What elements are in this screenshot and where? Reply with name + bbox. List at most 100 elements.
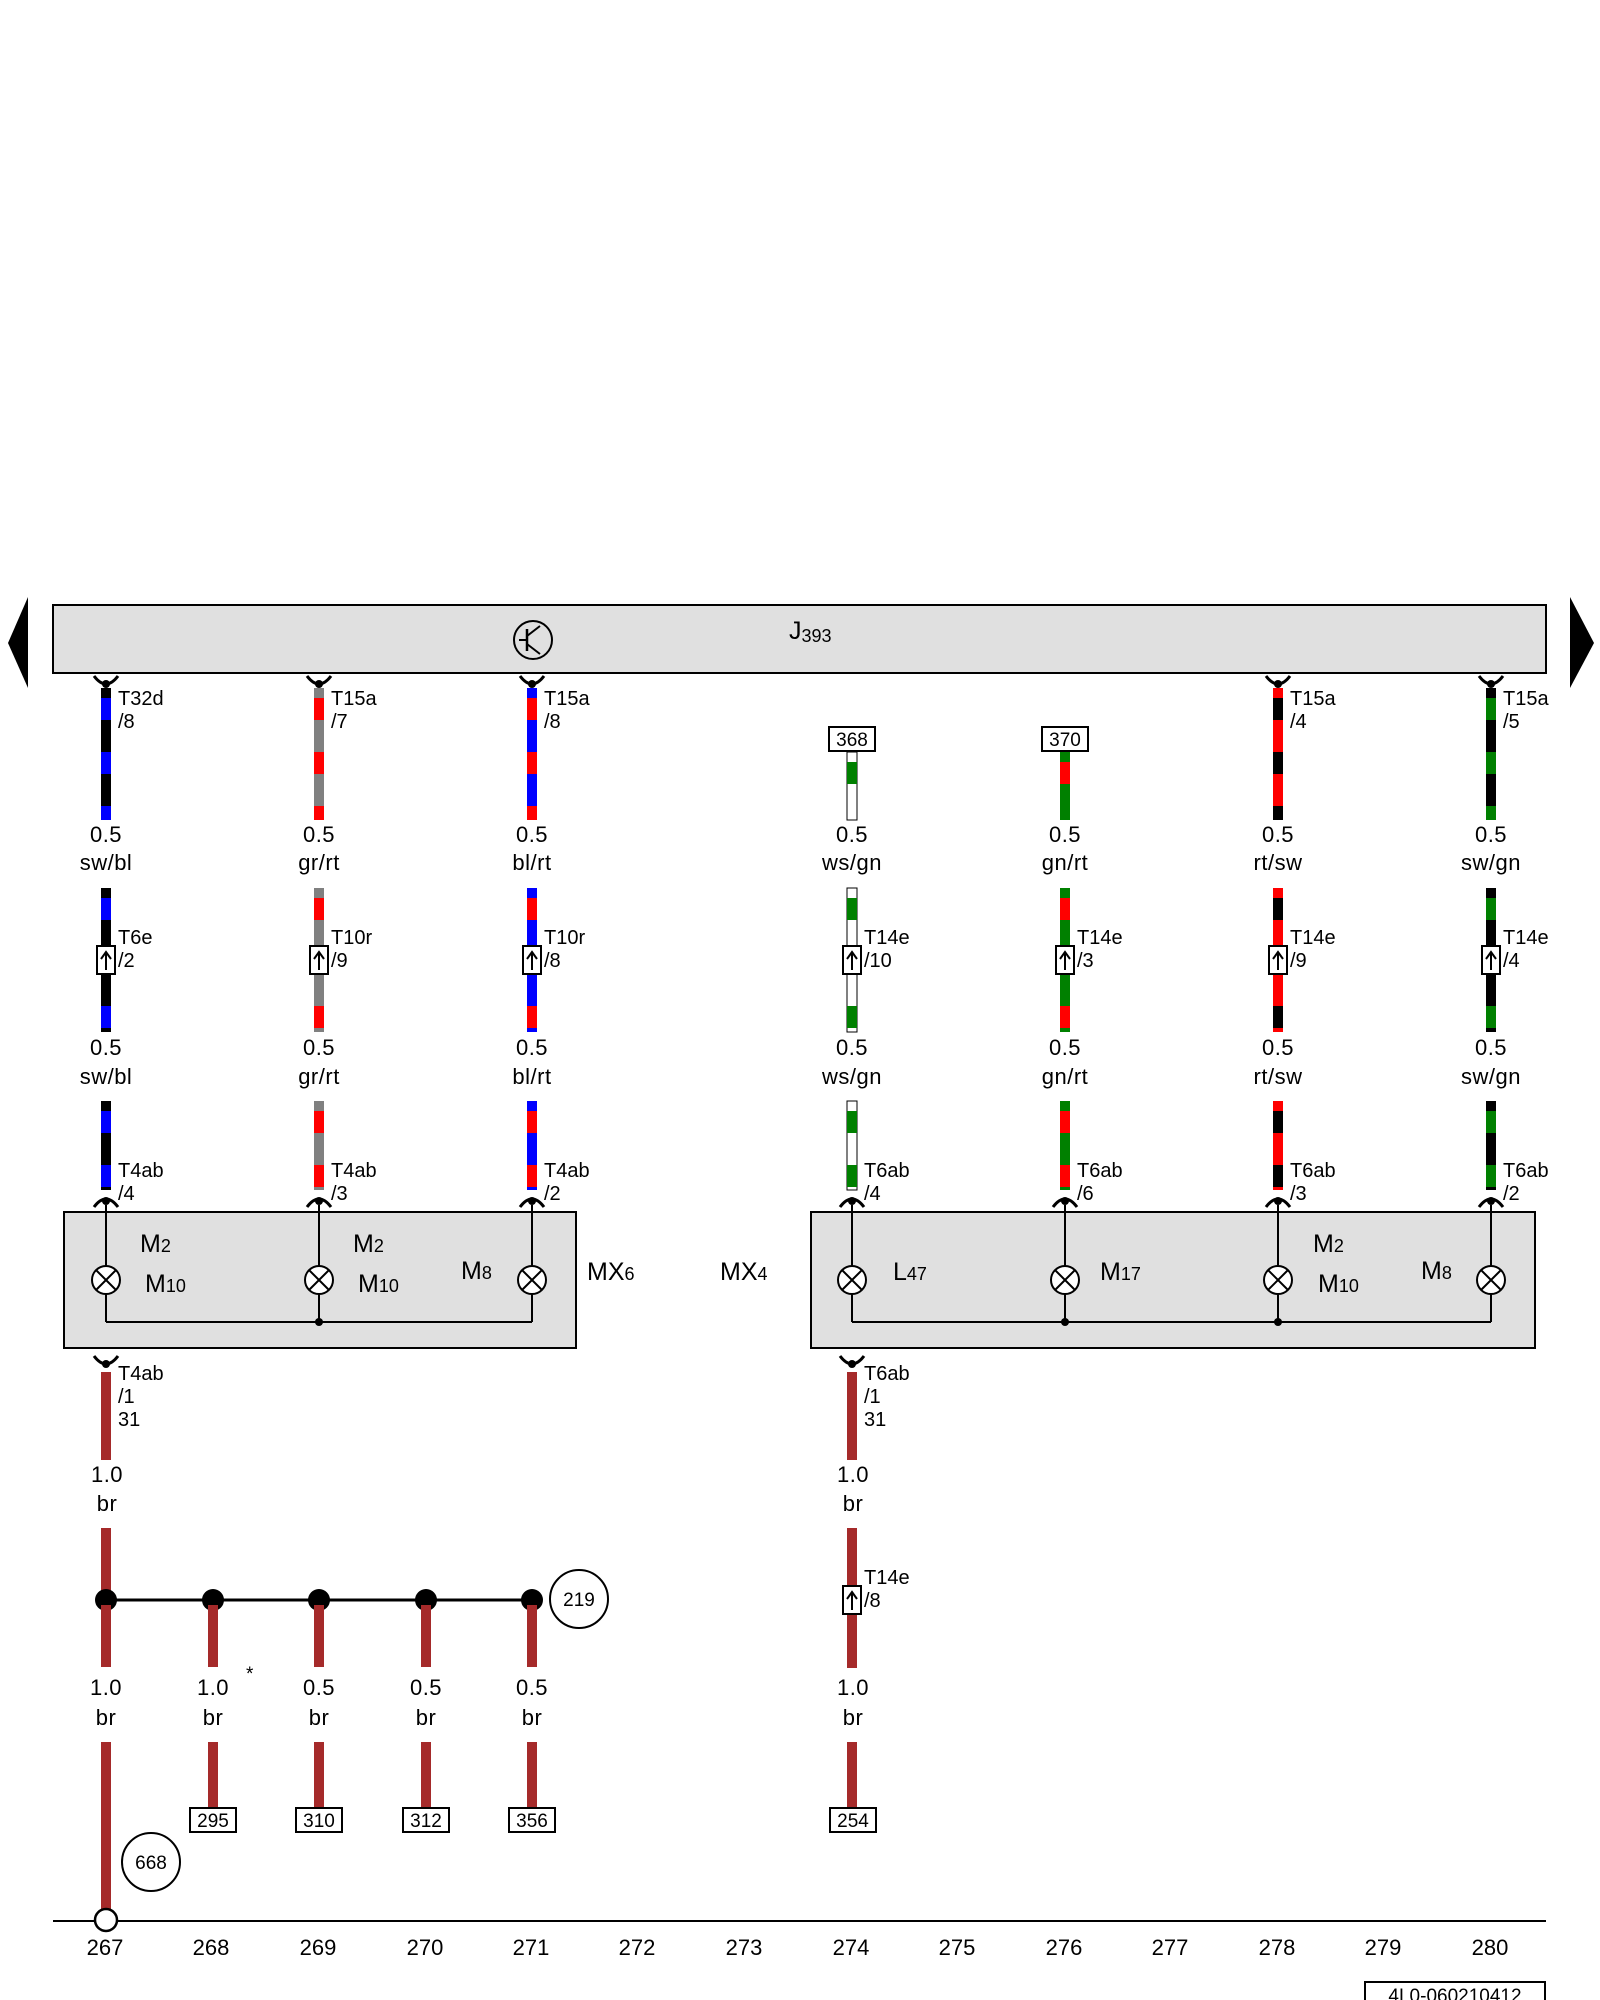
column-number: 267 [87, 1935, 124, 1960]
wire-stripe [1060, 1111, 1070, 1133]
ground-wire [101, 1528, 111, 1600]
junction-dot [1274, 1318, 1282, 1326]
assembly-connector-pin-label: /2 [544, 1183, 561, 1205]
wire-stripe [1060, 762, 1070, 784]
wire-stripe [1273, 898, 1283, 920]
wire-stripe [1486, 1165, 1496, 1187]
junction-dot [315, 1318, 323, 1326]
inline-connector-icon [1481, 945, 1501, 975]
lamp-cross [521, 1269, 543, 1291]
wire-color-code: br [96, 1705, 117, 1730]
assembly-connector-pin-label: /6 [1077, 1183, 1094, 1205]
wire-stripe [101, 752, 111, 774]
wire-color-code: ws/gn [821, 1064, 882, 1089]
wire-stripe [1486, 1006, 1496, 1028]
prev-page-arrow[interactable] [8, 597, 28, 688]
connector-label: T15a [1503, 688, 1549, 710]
branch-wire [527, 1742, 537, 1808]
wire-stripe [847, 1006, 857, 1028]
ground-connector-label: /1 [864, 1386, 881, 1408]
wire-stripe [1273, 806, 1283, 820]
lamp-label: M2 [1313, 1230, 1344, 1258]
column-number: 273 [726, 1935, 763, 1960]
lamp-label-name: M [358, 1270, 379, 1298]
wire-segment-upper [1486, 688, 1496, 820]
wire-gauge: 0.5 [836, 822, 868, 847]
connector-label: T15a [1290, 688, 1336, 710]
doc-number: 4L0-060210412 [1388, 1986, 1521, 2000]
inline-connector-arrow [1272, 950, 1284, 970]
lamp-cross [1267, 1269, 1289, 1291]
lamp-icon [517, 1265, 547, 1295]
lamp-label-name: M [1318, 1270, 1339, 1298]
reference-box-frame [828, 726, 876, 752]
wire-stripe [101, 1111, 111, 1133]
junction-dot [1061, 1318, 1069, 1326]
ground-connector-label: T6ab [864, 1363, 910, 1385]
wire-gauge: 0.5 [303, 822, 335, 847]
wire-gauge: 1.0 [837, 1675, 869, 1700]
wire-stripe [1273, 698, 1283, 720]
wire-stripe [314, 1006, 324, 1028]
wire-segment-upper [527, 688, 537, 820]
lamp-cross [1054, 1269, 1076, 1291]
wire-color-code: sw/bl [80, 850, 133, 875]
wire-color-code: gn/rt [1042, 1064, 1089, 1089]
inline-connector-pin-label: /10 [864, 950, 892, 972]
ground-connector-icon [838, 1355, 866, 1368]
wire-stripe [101, 698, 111, 720]
wire-stripe [1060, 898, 1070, 920]
next-page-arrow[interactable] [1570, 597, 1594, 688]
lamp-label-subscript: 10 [1339, 1276, 1359, 1296]
branch-reference: 295 [189, 1807, 237, 1833]
assembly-connector-pin-label: /2 [1503, 1183, 1520, 1205]
wire-stripe [101, 1165, 111, 1187]
column-number: 279 [1365, 1935, 1402, 1960]
lamp-label-name: M [461, 1257, 482, 1285]
wire-stripe [847, 1111, 857, 1133]
wire-stripe [527, 1006, 537, 1028]
lamp-label-subscript: 8 [1442, 1263, 1452, 1283]
assembly-connector-icon [1051, 1197, 1079, 1208]
connector-pin [1487, 680, 1495, 688]
wire-gauge: 0.5 [1049, 1035, 1081, 1060]
wire-gauge: 0.5 [90, 1035, 122, 1060]
inline-connector-arrow [313, 950, 325, 970]
wire-segment-lower [1273, 1101, 1283, 1190]
reference-box-frame [189, 1807, 237, 1833]
wire-base [314, 1101, 324, 1190]
wire-stripe [314, 752, 324, 774]
lamp-cross [841, 1269, 863, 1291]
inline-connector-arrow [846, 1590, 858, 1610]
wire-stripe [1486, 806, 1496, 820]
splice-circle [549, 1569, 609, 1629]
connector-pin-label: /8 [544, 711, 561, 733]
ground-connector-label: T4ab [118, 1363, 164, 1385]
branch-wire [421, 1605, 431, 1667]
lamp-label: M8 [461, 1257, 492, 1285]
inline-connector-icon [522, 945, 542, 975]
connector-pin [848, 1197, 856, 1205]
control-unit-connector-icon [305, 675, 333, 688]
wire-stripe [101, 1006, 111, 1028]
branch-reference: 310 [295, 1807, 343, 1833]
control-unit-name: J [789, 617, 802, 645]
splice-dot [95, 1589, 117, 1611]
lamp-label-subscript: 2 [1334, 1236, 1344, 1256]
branch-reference: 312 [402, 1807, 450, 1833]
wire-segment-upper [1273, 688, 1283, 820]
control-unit-label: J393 [789, 617, 832, 646]
wire-stripe [314, 806, 324, 820]
branch-note: * [246, 1664, 254, 1685]
lamp-label: L47 [893, 1258, 927, 1286]
inline-connector-pin-label: /2 [118, 950, 135, 972]
wire-stripe [527, 1165, 537, 1187]
wire-base [846, 1100, 858, 1191]
lamp-label-name: M [353, 1230, 374, 1258]
assembly-mx4-subscript: 4 [758, 1264, 768, 1284]
connector-pin [1061, 1197, 1069, 1205]
wire-base [527, 1101, 537, 1190]
wire-stripe [1273, 1111, 1283, 1133]
